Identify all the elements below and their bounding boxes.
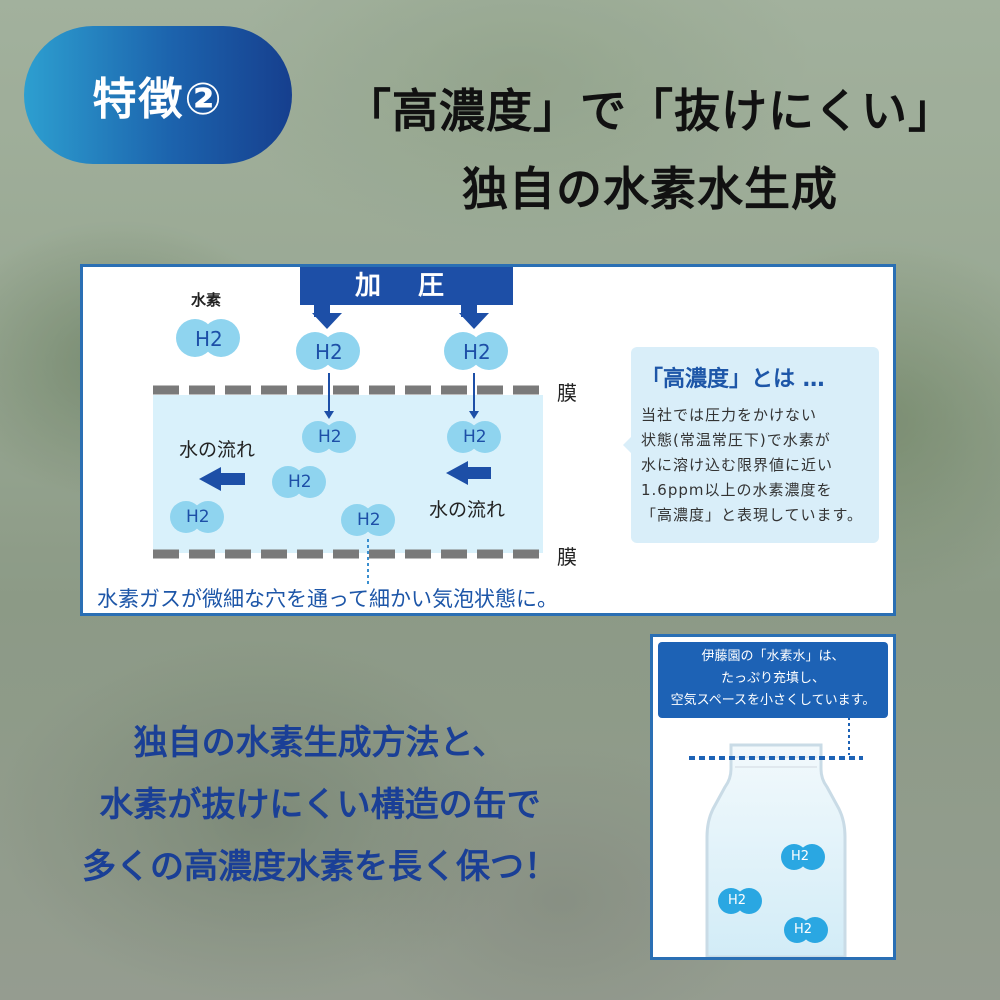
h2-text: H2 [318,427,342,447]
bottle-panel: 伊藤園の「水素水」は、 たっぷり充填し、 空気スペースを小さくしています。 H2… [650,634,896,960]
hydrogen-diagram-panel: 加 圧 水素 H2 H2 H2 H2 H2 H2 H2 H2 水の流れ 水の流れ… [80,264,896,616]
main-message: 独自の水素生成方法と、 水素が抜けにくい構造の缶で 多くの高濃度水素を長く保つ！ [40,712,600,898]
feature-badge: 特徴② [24,26,292,164]
h2-text: H2 [195,327,223,351]
h2-text: H2 [315,340,343,364]
membrane-label: 膜 [557,545,577,569]
water-flow-label: 水の流れ [179,439,256,461]
h2-text: H2 [463,427,487,447]
callout-line-3: 空気スペースを小さくしています。 [670,693,876,708]
headline: 「高濃度」で「抜けにくい」 独自の水素水生成 [320,72,980,228]
h2-text: H2 [791,849,810,864]
h2-text: H2 [288,472,312,492]
h2-text: H2 [463,340,491,364]
bottle-graphics [689,717,863,957]
main-message-line-3: 多くの高濃度水素を長く保つ！ [82,847,558,887]
bottle-callout: 伊藤園の「水素水」は、 たっぷり充填し、 空気スペースを小さくしています。 [658,642,888,718]
headline-line-2: 独自の水素水生成 [462,162,838,216]
concentration-note: 「高濃度」とは … 当社では圧力をかけない 状態(常温常圧下)で水素が 水に溶け… [631,347,879,543]
callout-line-2: たっぷり充填し、 [720,671,825,686]
headline-line-1: 「高濃度」で「抜けにくい」 [344,84,956,138]
hydrogen-label: 水素 [191,291,222,309]
h2-text: H2 [794,922,813,937]
note-body: 当社では圧力をかけない 状態(常温常圧下)で水素が 水に溶け込む限界値に近い 1… [641,406,864,524]
h2-text: H2 [186,507,210,527]
main-message-line-1: 独自の水素生成方法と、 [133,723,507,763]
callout-line-1: 伊藤園の「水素水」は、 [701,649,845,664]
note-title: 「高濃度」とは … [641,367,825,392]
flow-arrow-left [199,467,245,491]
main-message-line-2: 水素が抜けにくい構造の缶で [99,785,541,825]
diagram-caption: 水素ガスが微細な穴を通って細かい気泡状態に。 [97,587,558,611]
diagram-graphics [153,305,631,585]
pressure-label: 加 圧 [300,267,513,305]
water-flow-label: 水の流れ [429,499,506,521]
membrane-label: 膜 [557,381,577,405]
feature-badge-label: 特徴② [92,74,224,125]
flow-arrow-left-2 [446,461,491,485]
h2-text: H2 [728,893,747,908]
h2-text: H2 [357,510,381,530]
